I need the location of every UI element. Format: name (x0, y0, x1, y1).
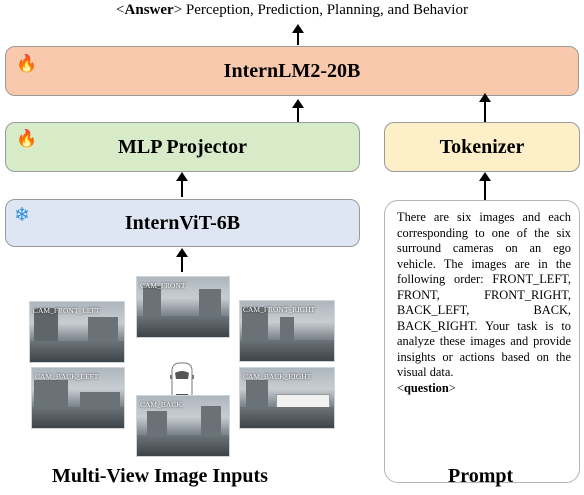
camera-label-back-right: CAM_BACK_RIGHT (243, 372, 312, 381)
arrow-projector-to-llm (292, 99, 304, 122)
arrow-llm-to-answer (292, 24, 304, 45)
camera-label-front-right: CAM_FRONT_RIGHT (243, 305, 316, 314)
prompt-box: There are six images and each correspond… (384, 200, 580, 483)
vit-box: InternViT-6B (5, 199, 360, 247)
camera-image-front: CAM_FRONT (136, 276, 230, 338)
projector-box: MLP Projector (5, 122, 360, 172)
fire-icon: 🔥 (16, 129, 38, 148)
llm-box: InternLM2-20B (5, 46, 579, 96)
caption-prompt: Prompt (448, 465, 514, 487)
answer-tag: Answer (124, 2, 174, 18)
camera-image-back: CAM_BACK (136, 395, 230, 457)
question-tag: <question> (397, 380, 456, 395)
answer-tag-close: > (173, 2, 183, 18)
camera-label-front-left: CAM_FRONT_LEFT (33, 306, 101, 315)
vit-label: InternViT-6B (124, 211, 241, 234)
tokenizer-label: Tokenizer (439, 135, 525, 158)
fire-icon: 🔥 (16, 54, 38, 73)
arrow-prompt-to-tokenizer (479, 172, 491, 200)
answer-text: Perception, Prediction, Planning, and Be… (182, 2, 468, 18)
camera-image-back-left: CAM_BACK_LEFT (31, 367, 125, 429)
arrow-images-to-vit (176, 248, 188, 272)
camera-label-front: CAM_FRONT (140, 281, 186, 290)
tokenizer-box: Tokenizer (384, 122, 580, 172)
camera-label-back: CAM_BACK (140, 400, 182, 409)
camera-label-back-left: CAM_BACK_LEFT (35, 372, 99, 381)
answer-line: <Answer> Perception, Prediction, Plannin… (0, 2, 584, 19)
arrow-tokenizer-to-llm (479, 93, 491, 122)
caption-images: Multi-View Image Inputs (52, 465, 268, 487)
camera-image-front-left: CAM_FRONT_LEFT (29, 301, 125, 363)
snowflake-icon: ❄ (14, 205, 30, 226)
arrow-vit-to-projector (176, 172, 188, 197)
llm-label: InternLM2-20B (223, 59, 361, 82)
projector-label: MLP Projector (117, 135, 247, 158)
camera-image-front-right: CAM_FRONT_RIGHT (239, 300, 335, 362)
camera-image-back-right: CAM_BACK_RIGHT (239, 367, 335, 429)
prompt-text: There are six images and each correspond… (397, 210, 571, 379)
answer-tag-open: < (116, 2, 125, 18)
